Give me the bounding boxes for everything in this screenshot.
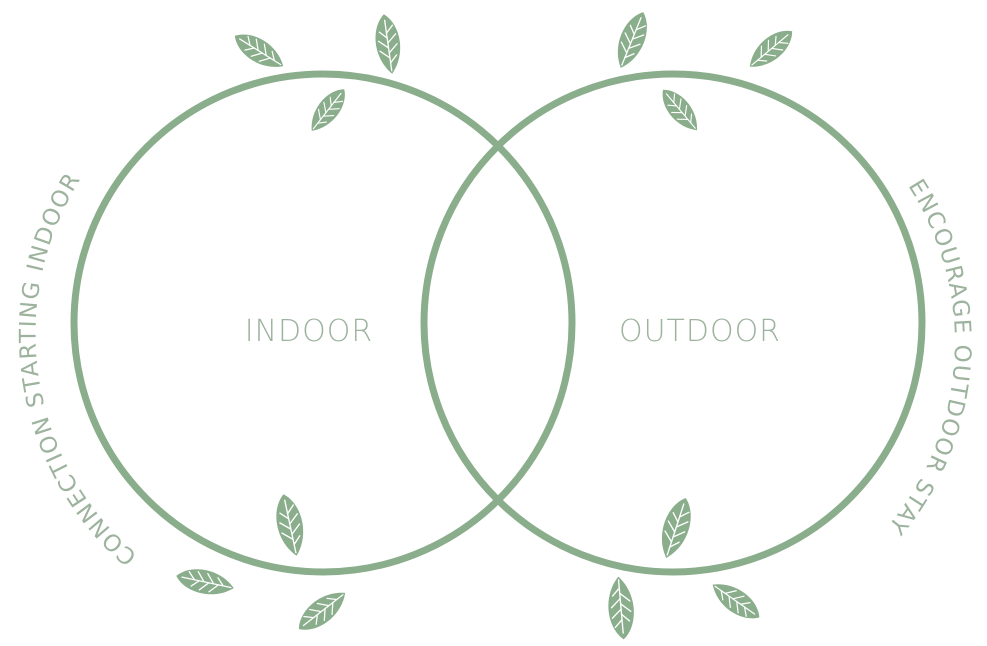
outdoor-label: OUTDOOR [619, 314, 781, 349]
leaf-icon [606, 576, 637, 641]
leaf-icon [303, 83, 352, 138]
leaf-icon [610, 8, 655, 73]
leaf-icon [292, 584, 353, 639]
right-arc-caption-text: ENCOURAGE OUTDOOR STAY [882, 175, 975, 540]
leaf-icon [372, 13, 404, 76]
leaf-icon [743, 23, 799, 75]
leaf-icon [174, 564, 236, 599]
leaf-icon [706, 575, 766, 626]
leaf-icon [655, 83, 705, 137]
indoor-label: INDOOR [245, 314, 373, 349]
leaf-icon [654, 494, 697, 562]
right-arc-caption: ENCOURAGE OUTDOOR STAY [882, 175, 975, 540]
leaf-icon [229, 26, 289, 76]
leaf-icon [271, 492, 309, 559]
